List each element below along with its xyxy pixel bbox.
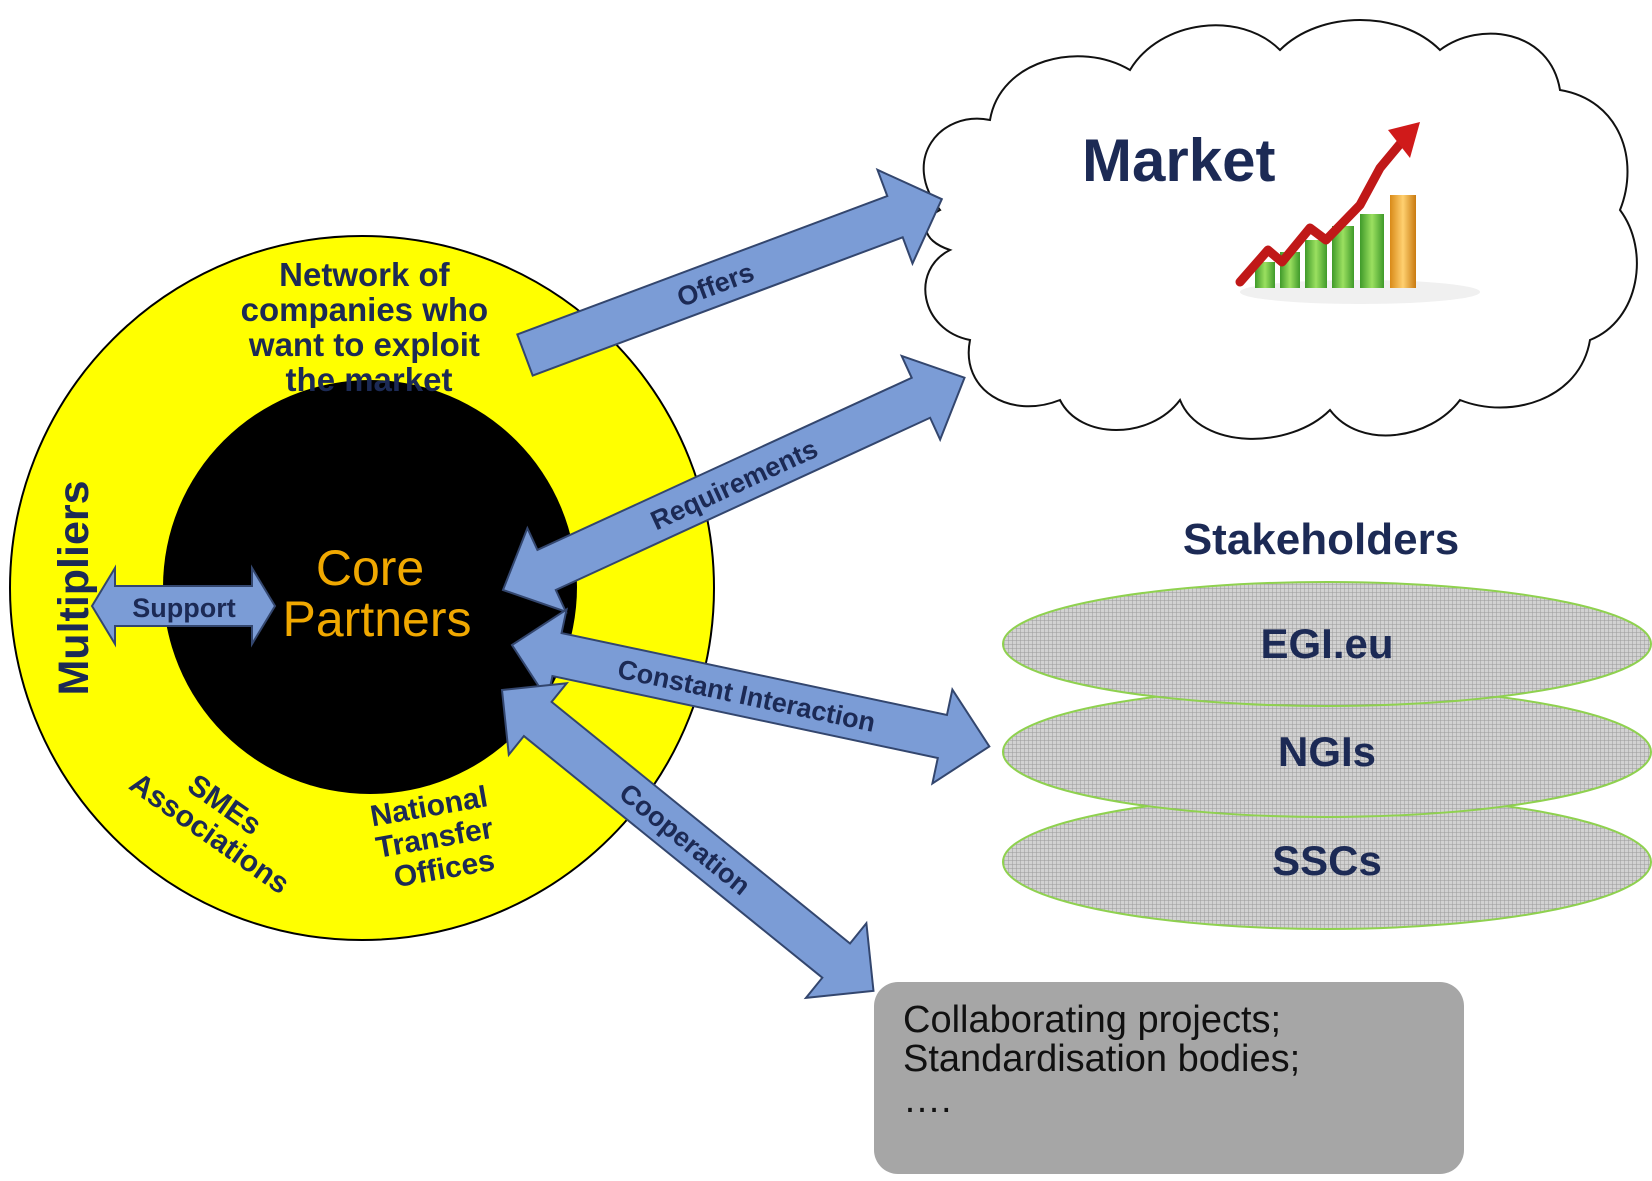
stakeholder-sscs: SSCs [1272, 837, 1382, 884]
collab-line-3: …. [903, 1079, 952, 1121]
core-partners-label: Core Partners [283, 540, 472, 647]
collab-line-2: Standardisation bodies; [903, 1038, 1300, 1080]
offers-arrow [516, 167, 944, 377]
support-label: Support [132, 593, 235, 623]
network-line-2: companies who [241, 291, 489, 328]
core-partners-circle [163, 380, 577, 794]
cooperation-label: Cooperation [614, 778, 756, 901]
collaboration-box [874, 982, 1464, 1174]
requirements-arrow [501, 354, 966, 614]
arrows-layer: Support Offers Requirements Constant Int… [90, 167, 991, 1000]
network-label: Network of companies who want to exploit… [241, 256, 498, 398]
market-title: Market [1082, 127, 1275, 194]
market-cloud [922, 19, 1638, 440]
core-line-1: Core [316, 540, 424, 596]
stakeholder-stack: EGI.eu NGIs SSCs [1002, 581, 1652, 930]
multipliers-label: Multipliers [50, 480, 98, 695]
support-arrow [90, 564, 277, 648]
stakeholder-disc-egi [1002, 581, 1652, 707]
collaboration-text: Collaborating projects; Standardisation … [903, 999, 1311, 1121]
network-line-3: want to exploit [248, 326, 480, 363]
stakeholders-title: Stakeholders [1183, 515, 1459, 564]
cooperation-arrow [500, 681, 875, 1000]
network-line-4: the market [286, 361, 453, 398]
collab-line-1: Collaborating projects; [903, 999, 1281, 1041]
stakeholder-ngis: NGIs [1278, 728, 1376, 775]
core-line-2: Partners [283, 591, 472, 647]
network-line-1: Network of [279, 256, 451, 293]
stakeholder-egi: EGI.eu [1260, 620, 1393, 667]
growth-chart-icon [1235, 122, 1480, 304]
